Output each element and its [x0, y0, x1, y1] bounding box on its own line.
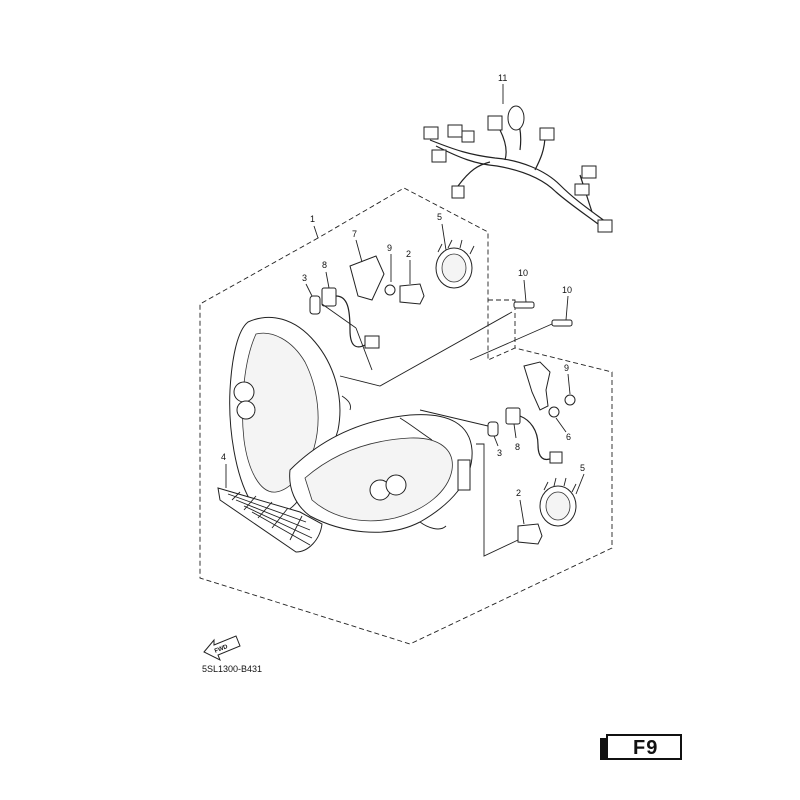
bracket [523, 361, 551, 411]
callout-3: 3 [302, 273, 307, 283]
fwd-arrow-icon: FWD [203, 635, 241, 662]
bulb-socket [384, 284, 396, 296]
callout-7: 7 [352, 229, 357, 239]
relay [507, 105, 525, 131]
callout-2b: 2 [516, 488, 521, 498]
callout-3b: 3 [497, 448, 502, 458]
callout-1: 1 [310, 214, 315, 224]
bracket [349, 255, 385, 301]
connector [487, 115, 503, 131]
wire-harness: 11 [423, 73, 613, 233]
connector [574, 183, 590, 196]
connector [549, 451, 563, 464]
connector [431, 149, 447, 163]
callout-10a: 10 [518, 268, 528, 278]
diagram-code: 5SL1300-B431 [202, 664, 263, 674]
lens [385, 474, 407, 496]
connector [461, 130, 475, 143]
bulb [487, 421, 499, 437]
callout-2: 2 [406, 249, 411, 259]
h7-bulb [517, 523, 543, 545]
lens [236, 400, 256, 420]
callout-5: 5 [437, 212, 442, 222]
connector [451, 185, 465, 199]
page-badge-shadow [600, 738, 606, 760]
grille: 4 [217, 452, 323, 553]
h7-bulb [399, 283, 425, 305]
headlight-housing [229, 316, 473, 533]
callout-10b: 10 [562, 285, 572, 295]
connector [597, 219, 613, 233]
side-vent [457, 459, 471, 491]
callout-8b: 8 [515, 442, 520, 452]
bulb-socket [564, 394, 576, 406]
bulb [309, 295, 321, 315]
connector [364, 335, 380, 349]
connector [581, 165, 597, 179]
callout-8: 8 [322, 260, 327, 270]
screw [551, 319, 573, 327]
page-badge-text: F9 [633, 737, 659, 759]
lens [233, 381, 255, 403]
connector [423, 126, 439, 140]
connector [447, 124, 463, 138]
screws: 10 10 [469, 268, 573, 361]
lower-bulb-assembly: 6 9 3 8 5 2 [419, 361, 585, 557]
socket [321, 287, 337, 307]
callout-11: 11 [498, 73, 507, 83]
callout-6: 6 [566, 432, 571, 442]
screw [513, 301, 535, 309]
upper-bulb-assembly: 1 3 8 7 9 2 5 [302, 212, 513, 387]
callout-4: 4 [221, 452, 226, 462]
callout-5b: 5 [580, 463, 585, 473]
socket [505, 407, 521, 425]
connector [539, 127, 555, 141]
page-badge: F9 [606, 734, 682, 760]
callout-9b: 9 [564, 363, 569, 373]
fwd-label: FWD [214, 644, 230, 655]
callout-9: 9 [387, 243, 392, 253]
assembly-outline [199, 187, 613, 645]
